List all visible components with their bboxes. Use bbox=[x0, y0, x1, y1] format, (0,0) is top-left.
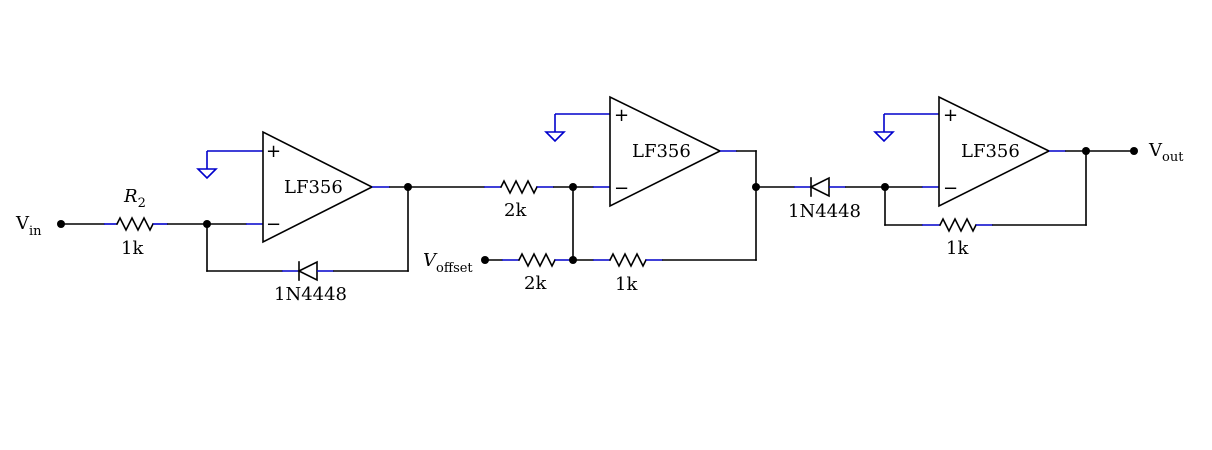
junction-dot bbox=[404, 183, 412, 191]
opamp-3 bbox=[938, 95, 1051, 208]
r2-value-label: 1k bbox=[121, 238, 144, 259]
voffset-label: Voffset bbox=[423, 250, 473, 276]
diode-d2 bbox=[794, 176, 846, 198]
stage-2 bbox=[481, 95, 757, 268]
opamp-1-label: LF356 bbox=[284, 177, 343, 198]
ground-symbol bbox=[873, 113, 939, 143]
opamp-3-minus-sign: − bbox=[943, 178, 958, 199]
opamp-1-minus-sign: − bbox=[266, 214, 281, 235]
opamp-3-plus-sign: + bbox=[943, 105, 958, 126]
resistor-2k-input-label: 2k bbox=[504, 200, 527, 221]
r2-label: R2 bbox=[123, 186, 146, 211]
opamp-1 bbox=[262, 130, 374, 244]
junction-dot bbox=[752, 183, 760, 191]
opamp-1-plus-sign: + bbox=[266, 141, 281, 162]
resistor-2k-offset-label: 2k bbox=[524, 273, 547, 294]
resistor-1k-stage3 bbox=[922, 217, 993, 233]
resistor-1k-stage3-label: 1k bbox=[946, 238, 969, 259]
resistor-r2 bbox=[104, 216, 168, 232]
ground-symbol bbox=[544, 113, 610, 143]
opamp-2-label: LF356 bbox=[632, 141, 691, 162]
diode-d1 bbox=[282, 260, 334, 282]
vout-node bbox=[1130, 147, 1138, 155]
diode-2-label: 1N4448 bbox=[788, 201, 861, 222]
resistor-1k-feedback bbox=[593, 252, 663, 268]
opamp-2-plus-sign: + bbox=[614, 105, 629, 126]
opamp-2-minus-sign: − bbox=[614, 178, 629, 199]
vout-label: Vout bbox=[1148, 140, 1184, 165]
resistor-1k-feedback-label: 1k bbox=[615, 274, 638, 295]
stage-1 bbox=[57, 130, 485, 282]
opamp-2 bbox=[609, 95, 722, 208]
diode-1-label: 1N4448 bbox=[274, 284, 347, 305]
vin-label: Vin bbox=[15, 213, 42, 239]
resistor-2k-input bbox=[484, 179, 554, 195]
ground-symbol bbox=[196, 150, 263, 180]
resistor-2k-offset bbox=[502, 252, 573, 268]
stage-3 bbox=[752, 95, 1138, 233]
opamp-3-label: LF356 bbox=[961, 141, 1020, 162]
